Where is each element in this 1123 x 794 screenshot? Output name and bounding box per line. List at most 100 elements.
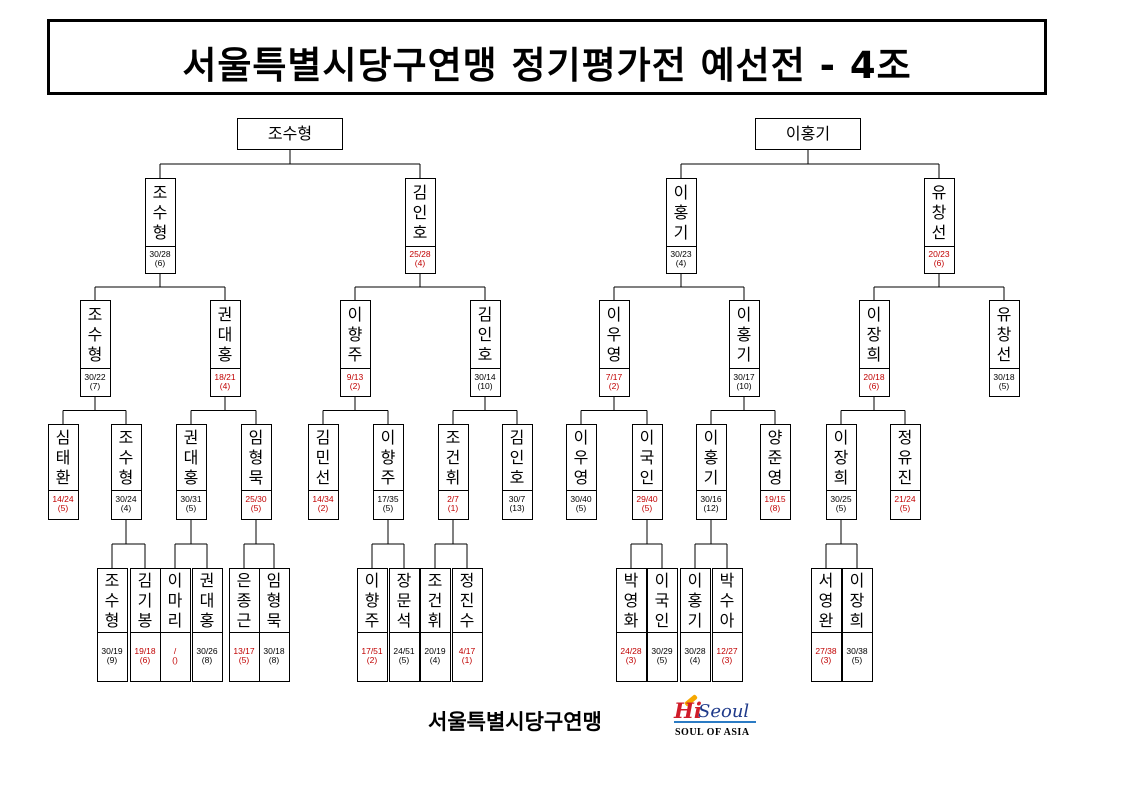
player-name-char: 조: [118, 427, 134, 447]
rank-value: (5): [851, 655, 863, 665]
player-score: 12/27(3): [713, 631, 742, 681]
rank-value: (10): [736, 380, 752, 391]
player-name-char: 형: [118, 467, 134, 487]
player-name-char: 유: [897, 447, 913, 467]
player-name-char: 이: [606, 304, 622, 324]
rank-value: (5): [641, 503, 653, 513]
player-name-char: 조: [104, 570, 120, 590]
score-value: 12/27: [716, 646, 738, 656]
player-name-char: 기: [687, 610, 703, 630]
player-name-char: 대: [217, 324, 233, 344]
score-value: 30/16: [700, 494, 722, 504]
rank-value: (3): [625, 655, 637, 665]
player-score: 24/51(5): [390, 631, 419, 681]
player-score: 17/51(2): [358, 631, 387, 681]
rank-value: (4): [120, 503, 132, 513]
player-name-char: 홍: [703, 447, 719, 467]
group-winner-box: 이홍기: [755, 118, 861, 150]
player-name-char: 수: [459, 610, 475, 630]
player-name-char: 조: [87, 304, 103, 324]
player-name-char: 이: [866, 304, 882, 324]
score-value: 21/24: [894, 494, 916, 504]
player-name-char: 휘: [445, 467, 461, 487]
player-name-char: 문: [396, 590, 412, 610]
player-score: 4/17(1): [453, 631, 482, 681]
player-score: 13/17(5): [230, 631, 259, 681]
player-name-char: 희: [849, 610, 865, 630]
score-value: 2/7: [447, 494, 459, 504]
player-name-char: 홍: [199, 610, 215, 630]
player-score: 21/24(5): [891, 489, 920, 519]
player-name-char: 인: [509, 447, 525, 467]
player-name-char: 희: [833, 467, 849, 487]
player-score: 30/18(8): [260, 631, 289, 681]
player-name-char: 희: [866, 344, 882, 364]
player-name-char: 영: [767, 467, 783, 487]
player-score: 18/21(4): [211, 367, 240, 396]
score-value: 7/17: [605, 371, 623, 382]
score-value: 30/24: [115, 494, 137, 504]
player-name-char: 주: [364, 610, 380, 630]
player-name-char: 선: [931, 222, 947, 242]
score-value: 30/18: [263, 646, 285, 656]
player-name-char: 김: [509, 427, 525, 447]
rank-value: (5): [185, 503, 197, 513]
score-value: 30/7: [508, 494, 526, 504]
player-name-char: 수: [104, 590, 120, 610]
player-score: 30/26(8): [193, 631, 222, 681]
player-name-char: 석: [396, 610, 412, 630]
player-name-char: 인: [412, 202, 428, 222]
player-name-char: 우: [573, 447, 589, 467]
player-name-char: 형: [152, 222, 168, 242]
rank-value: (8): [268, 655, 280, 665]
player-name-char: 영: [623, 590, 639, 610]
score-value: 20/23: [928, 249, 950, 259]
rank-value: (4): [675, 258, 687, 268]
score-value: 30/14: [474, 371, 496, 382]
score-value: 24/51: [393, 646, 415, 656]
player-name-char: 홍: [673, 202, 689, 222]
score-value: 14/34: [312, 494, 334, 504]
player-score: /(): [161, 631, 190, 681]
player-name-char: 권: [217, 304, 233, 324]
player-name-char: 형: [248, 447, 264, 467]
player-name-char: 김: [412, 182, 428, 202]
title-box: 서울특별시당구연맹 정기평가전 예선전 - 4조: [47, 19, 1047, 95]
rank-value: (5): [899, 503, 911, 513]
player-name-char: 인: [639, 467, 655, 487]
player-name-char: 기: [673, 222, 689, 242]
player-name-char: 임: [266, 570, 282, 590]
player-name-char: 서: [818, 570, 834, 590]
score-value: 30/18: [993, 371, 1015, 382]
player-score: 30/28(6): [146, 245, 175, 273]
player-name-char: 리: [167, 610, 183, 630]
score-value: 30/40: [570, 494, 592, 504]
player-name-char: 이: [687, 570, 703, 590]
player-name-char: 홍: [736, 324, 752, 344]
player-name-char: 묵: [266, 610, 282, 630]
